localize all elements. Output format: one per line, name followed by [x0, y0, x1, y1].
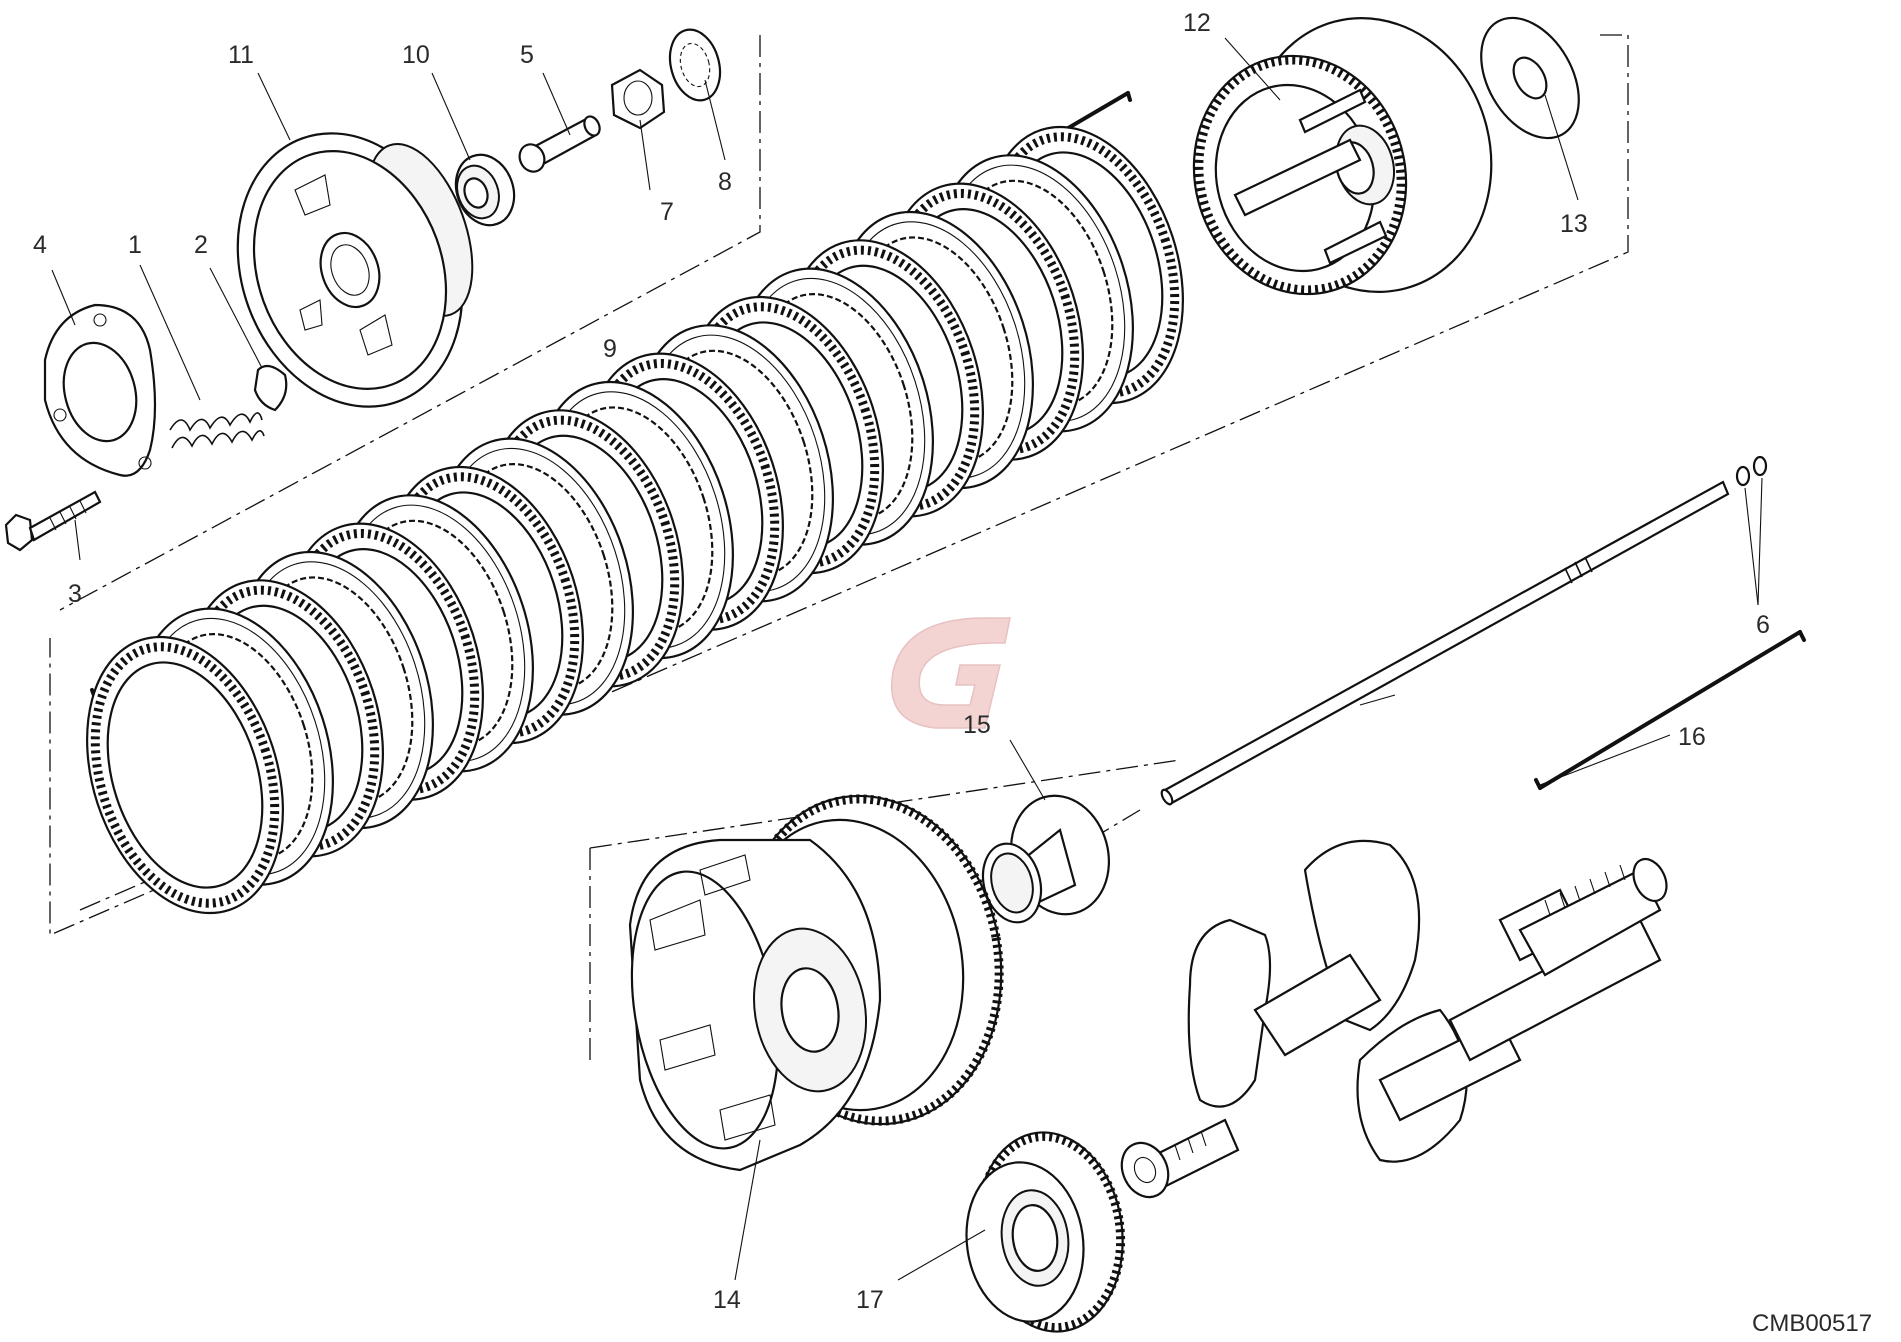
- callout-8: 8: [718, 168, 732, 196]
- cover-plate: [43, 303, 157, 477]
- drawing-code: CMB00517: [1752, 1310, 1872, 1337]
- leader-lines: [51, 37, 1763, 1281]
- callout-3: 3: [68, 580, 82, 608]
- callout-2: 2: [194, 231, 208, 259]
- clutch-housing: [628, 794, 1004, 1172]
- plate-inner-edge: [106, 661, 264, 889]
- drive-gear: [965, 1131, 1126, 1333]
- callout-11: 11: [228, 41, 254, 69]
- callout-10: 10: [402, 41, 430, 69]
- seal-ring: [253, 364, 288, 412]
- screw: [4, 490, 102, 552]
- callout-7: 7: [660, 198, 674, 226]
- callout-5: 5: [520, 41, 534, 69]
- callout-16: 16: [1678, 723, 1706, 751]
- callout-15: 15: [963, 711, 991, 739]
- callout-1: 1: [128, 231, 142, 259]
- watermark-logo: G: [891, 617, 1011, 729]
- clutch-plate-stack: [86, 125, 1184, 915]
- bearing: [454, 153, 516, 227]
- callout-4: 4: [33, 231, 47, 259]
- o-rings: [1735, 455, 1768, 487]
- callout-6: 6: [1756, 611, 1770, 639]
- pressure-plate: [236, 132, 474, 408]
- lock-washer: [668, 28, 722, 102]
- nut: [610, 68, 666, 130]
- callout-9: 9: [603, 335, 617, 363]
- watermark-letter: G: [950, 699, 951, 701]
- shim-washer: [1480, 16, 1580, 140]
- clutch-hub: [1192, 17, 1493, 296]
- callout-14: 14: [713, 1286, 741, 1314]
- callout-12: 12: [1183, 9, 1211, 37]
- bushing: [981, 794, 1110, 924]
- callouts: 1 2 3 4 5 6 7 8 9 10 11 12 13 14 15 16 1…: [33, 9, 1770, 1314]
- crankshaft: [1120, 839, 1668, 1199]
- push-rod: [1160, 480, 1730, 806]
- plate-ring: [90, 642, 280, 908]
- callout-17: 17: [856, 1286, 884, 1314]
- callout-13: 13: [1560, 210, 1588, 238]
- spring: [169, 412, 265, 449]
- pin: [518, 115, 601, 173]
